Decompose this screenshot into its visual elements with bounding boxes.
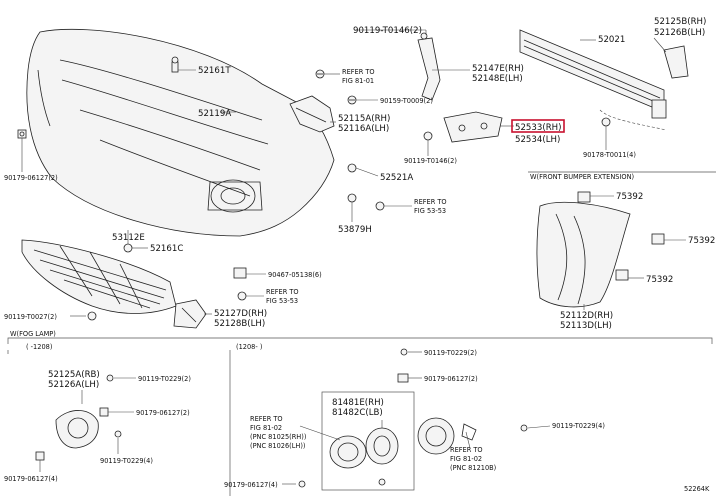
leader-lines [21,29,686,485]
screw-90119-mid-icon [423,131,433,141]
label-90119-t0229-b: 90119-T0229(2) [138,375,191,383]
label-diagram-code: 52264K [684,485,710,493]
part-labels: 52161T 90119-T0146(2) 52021 52125B(RH) 5… [4,17,715,493]
grille-53112e-drawing [21,239,177,314]
label-75392-a: 75392 [616,192,643,202]
label-52119a: 52119A [198,109,231,119]
fog-lamp-cover-drawing [298,348,528,488]
label-52112d: 52112D(RH) [560,311,613,321]
label-90119-t0229-right: 90119-T0229(4) [552,422,605,430]
screw-refer81-icon [315,69,325,79]
label-52126b: 52126B(LH) [654,28,705,38]
label-52021: 52021 [598,35,625,45]
clip-53879h-icon [347,193,385,211]
label-range-1: ( -1208) [26,343,52,351]
label-fog-title: W(FOG LAMP) [10,330,56,338]
label-ref81-02b-b: FIG 81-02 [450,455,482,463]
clip-90467-icon [233,267,247,279]
label-90119-t0146-mid: 90119-T0146(2) [404,157,457,165]
fog-bracket-left-drawing [35,374,122,461]
label-90179-fog-left: 90179-06127(2) [136,409,190,417]
clip-90119-t0027-icon [87,311,97,321]
label-90179-bottom: 90179-06127(4) [224,481,278,489]
label-81482c: 81482C(LB) [332,408,383,418]
section-bumper-extension [528,171,716,308]
label-90178: 90178-T0011(4) [583,151,636,159]
bracket-52115a-drawing [289,95,335,133]
screw-90159-icon [347,95,357,105]
reinforcement-52021-drawing [519,29,667,131]
label-52115a: 52115A(RH) [338,114,390,124]
label-90119-t0229-c: 90119-T0229(4) [100,457,153,465]
retainer-52533-drawing [443,111,503,143]
label-90119-t0229-a: 90119-T0229(2) [424,349,477,357]
label-52534: 52534(LH) [515,135,560,145]
label-90179-left: 90179-06127(2) [4,174,58,182]
label-52521a: 52521A [380,173,413,183]
label-52113d: 52113D(LH) [560,321,612,331]
label-52148e: 52148E(LH) [472,74,523,84]
label-ref81-01-a: REFER TO [342,68,375,76]
label-52125b: 52125B(RH) [654,17,706,27]
label-pnc81210: (PNC 81210B) [450,464,496,472]
label-90119-t0146-top: 90119-T0146(2) [353,26,422,36]
label-90179-bl: 90179-06127(4) [4,475,58,483]
highlight-box-52533 [511,119,565,133]
label-75392-b: 75392 [688,236,715,246]
grille-moulding-52127d-drawing [173,299,207,329]
label-pnc81025: (PNC 81025(RH)) [250,433,306,441]
label-ref53-53b-b: FIG 53-53 [266,297,298,305]
clip-52161t-icon [171,56,179,73]
screw-refer53b-icon [237,291,247,301]
label-52147e: 52147E(RH) [472,64,524,74]
label-ext-title: W(FRONT BUMPER EXTENSION) [530,173,634,181]
label-ref81-02b-a: REFER TO [450,446,483,454]
clip-90179-left-icon [17,129,27,139]
label-53879h: 53879H [338,225,372,235]
section-fog-lamp [7,337,713,496]
label-90119-t0027: 90119-T0027(2) [4,313,57,321]
label-75392-c: 75392 [646,275,673,285]
label-ref81-02-a: REFER TO [250,415,283,423]
label-52533: 52533(RH) [515,123,561,133]
label-90179-fog-mid: 90179-06127(2) [424,375,478,383]
label-90467: 90467-05138(6) [268,271,322,279]
clip-52161c-icon [123,243,133,253]
label-52125a: 52125A(RB) [48,370,100,380]
label-52127d: 52127D(RH) [214,309,267,319]
label-ref53-53b-a: REFER TO [266,288,299,296]
label-ref81-01-b: FIG 81-01 [342,77,374,85]
label-52161t: 52161T [198,66,231,76]
label-ref81-02-b: FIG 81-02 [250,424,282,432]
label-52126a: 52126A(LH) [48,380,99,390]
label-pnc81026: (PNC 81026(LH)) [250,442,306,450]
label-52161c: 52161C [150,244,183,254]
bumper-cover-drawing [26,28,335,237]
label-90159: 90159-T0009(2) [380,97,433,105]
label-53112e: 53112E [112,233,145,243]
label-52128b: 52128B(LH) [214,319,265,329]
label-52116a: 52116A(LH) [338,124,389,134]
label-range-2: (1208- ) [236,343,262,351]
bracket-52147e-drawing [417,32,441,101]
label-81481e: 81481E(RH) [332,398,384,408]
label-ref53-53-a: REFER TO [414,198,447,206]
clip-52521a-icon [347,163,357,173]
label-ref53-53-b: FIG 53-53 [414,207,446,215]
bracket-52125b-drawing [663,45,689,79]
